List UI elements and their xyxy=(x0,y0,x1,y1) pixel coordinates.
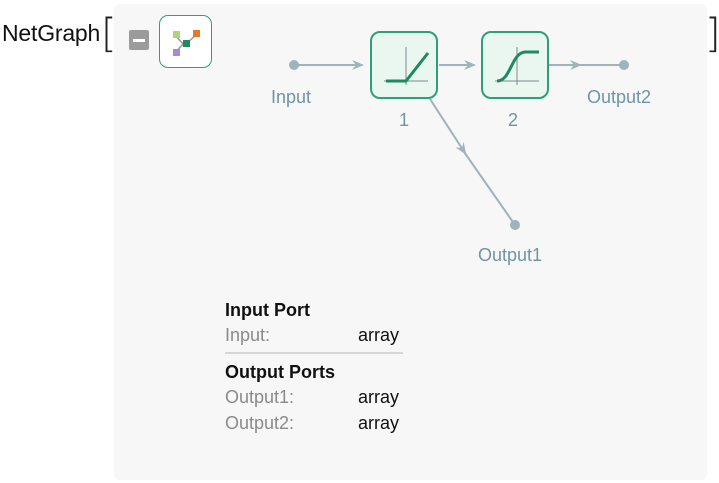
layer-2-box[interactable] xyxy=(481,31,549,99)
layer-1-number: 1 xyxy=(399,110,410,130)
output-port-row: Output2: array xyxy=(225,412,405,438)
close-bracket: ] xyxy=(705,14,719,54)
port-type: array xyxy=(358,387,400,407)
input-port-title: Input Port xyxy=(225,300,310,320)
output1-node-label: Output1 xyxy=(478,245,543,265)
output2-node-dot xyxy=(619,60,629,70)
layer-1-box[interactable] xyxy=(370,31,438,99)
port-info: Input Port Input: array Output Ports Out… xyxy=(225,300,405,438)
port-type: array xyxy=(358,325,400,345)
input-port-row: Input: array xyxy=(225,324,405,350)
netgraph-icon[interactable] xyxy=(159,15,212,68)
port-type: array xyxy=(358,413,400,433)
sigmoid-activation-icon xyxy=(495,47,539,85)
input-node-dot xyxy=(289,60,299,70)
output2-node-label: Output2 xyxy=(587,87,652,107)
port-name: Output2: xyxy=(225,413,295,433)
output-ports-title: Output Ports xyxy=(225,362,335,382)
minus-icon xyxy=(133,39,145,42)
output-port-row: Output1: array xyxy=(225,386,405,412)
divider xyxy=(225,352,403,354)
layer-2-number: 2 xyxy=(508,110,519,130)
input-node-label: Input xyxy=(271,87,312,107)
edge-1-to-output1 xyxy=(429,98,467,155)
port-name: Output1: xyxy=(225,387,295,407)
port-name: Input: xyxy=(225,325,271,345)
ramp-activation-icon xyxy=(384,47,430,85)
output1-node-dot xyxy=(510,220,520,230)
collapse-button[interactable] xyxy=(129,30,149,50)
graph-structure-icon xyxy=(173,30,200,56)
open-bracket: [ xyxy=(101,11,117,57)
netgraph-head: NetGraph xyxy=(2,20,101,46)
